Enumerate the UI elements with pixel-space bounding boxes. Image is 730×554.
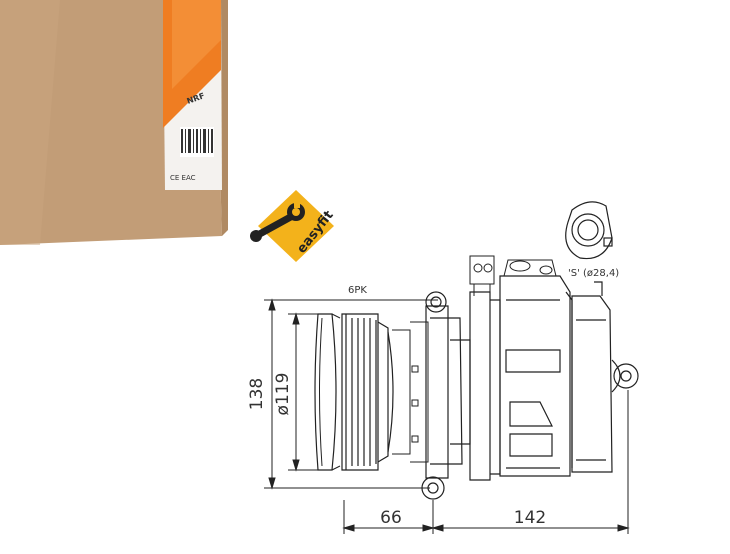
height-dimension xyxy=(264,298,438,490)
product-box: NRF CE EAC xyxy=(0,0,228,245)
pulley xyxy=(341,313,394,471)
belt-label: 6PK xyxy=(348,285,367,296)
box-label: NRF CE EAC xyxy=(163,0,222,190)
pulley-diameter-dimension xyxy=(288,312,330,472)
top-port xyxy=(503,259,557,277)
technical-drawing xyxy=(264,201,639,534)
barcode xyxy=(180,127,214,157)
hub xyxy=(392,321,429,463)
length-label: 142 xyxy=(514,508,546,528)
box-marks: CE EAC xyxy=(170,174,196,182)
compressor-body xyxy=(469,275,573,481)
port-detail xyxy=(565,201,613,260)
length-dimensions xyxy=(342,390,630,534)
front-housing xyxy=(421,291,471,500)
wrench-icon xyxy=(250,200,305,242)
clutch-plate xyxy=(314,313,341,471)
height-label: 138 xyxy=(247,378,267,410)
port-label: 'S' (ø28,4) xyxy=(568,268,619,279)
rear-housing xyxy=(571,281,639,473)
easyfit-badge: easyfit xyxy=(250,190,337,262)
pulley-diameter-label: ø119 xyxy=(273,373,293,416)
offset-label: 66 xyxy=(380,508,402,528)
electrical-connector xyxy=(469,255,495,296)
